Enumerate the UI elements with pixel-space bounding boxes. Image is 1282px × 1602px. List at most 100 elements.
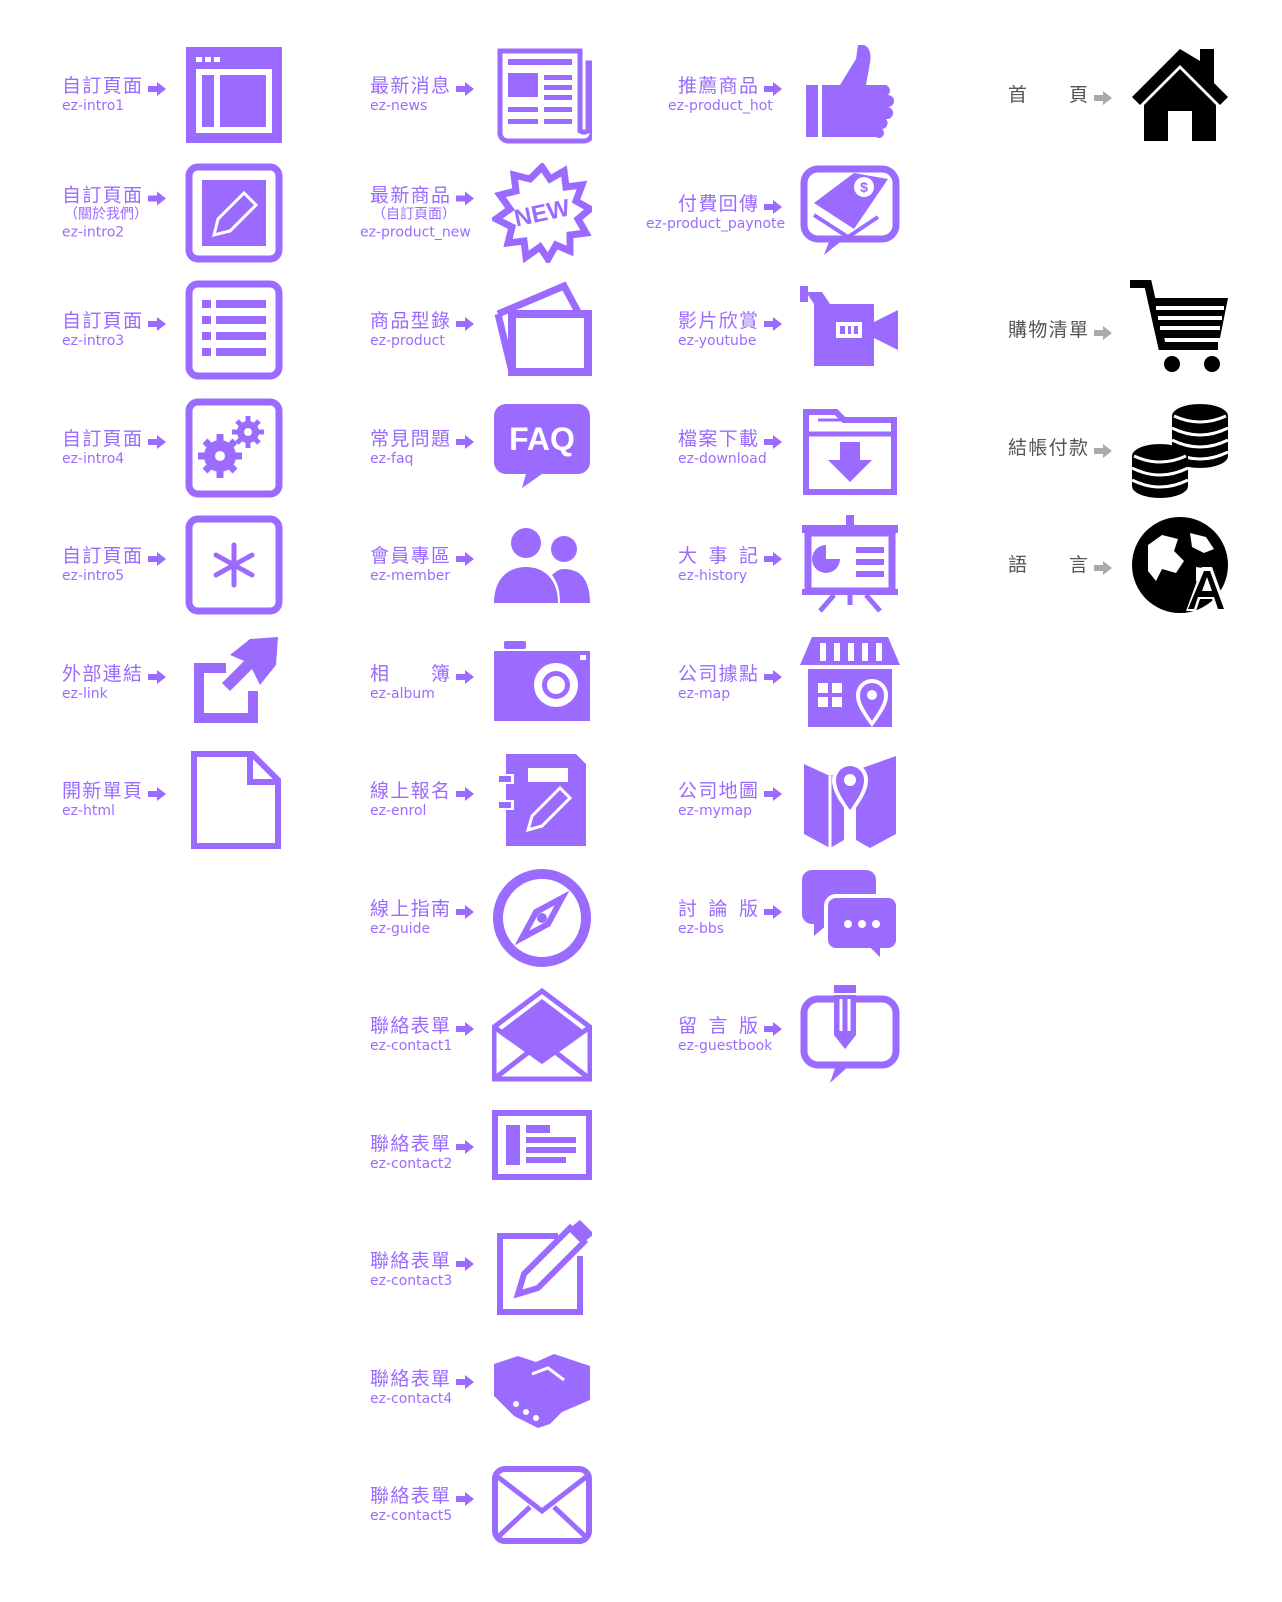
item-label-row: 公司地圖 (678, 780, 796, 802)
coins-icon[interactable] (1130, 398, 1230, 498)
item-code: ez-member (370, 568, 451, 584)
handshake-icon[interactable] (492, 1338, 592, 1438)
arrow-right-icon (456, 432, 474, 449)
arrow-right-icon (764, 197, 782, 214)
users-icon[interactable] (492, 515, 592, 615)
arrow-right-icon (456, 549, 474, 566)
menu-item-ez-history[interactable]: 大 事 記 ez-history (678, 515, 968, 615)
shopping-cart-icon[interactable] (1130, 280, 1230, 380)
money-bubble-icon[interactable]: $ (800, 163, 900, 263)
svg-text:$: $ (860, 179, 868, 195)
menu-item-ez-news[interactable]: 最新消息 ez-news (370, 45, 660, 145)
menu-item-ez-product[interactable]: 商品型錄 ez-product (370, 280, 660, 380)
list-icon[interactable] (184, 280, 284, 380)
menu-item-ez-faq[interactable]: 常見問題 ez-faq FAQ (370, 398, 660, 498)
menu-item-ez-map[interactable]: 公司據點 ez-map (678, 633, 968, 733)
menu-item-ez-intro2[interactable]: 自訂頁面 （關於我們） ez-intro2 (62, 163, 352, 263)
item-label: 聯絡表單 (370, 1250, 450, 1272)
menu-item-ez-youtube[interactable]: 影片欣賞 ez-youtube (678, 280, 968, 380)
window-layout-icon[interactable] (184, 45, 284, 145)
arrow-right-icon (148, 784, 166, 801)
presentation-board-icon[interactable] (800, 515, 900, 615)
item-text: 首 頁 (1008, 84, 1126, 106)
globe-language-icon[interactable] (1130, 515, 1230, 615)
menu-item-ez-link[interactable]: 外部連結 ez-link (62, 633, 352, 733)
menu-item-shopping-cart[interactable]: 購物清單 (1008, 280, 1282, 380)
menu-item-ez-intro5[interactable]: 自訂頁面 ez-intro5 (62, 515, 352, 615)
item-label-row: 線上指南 (370, 898, 488, 920)
item-label: 開新單頁 (62, 780, 142, 802)
item-label: 聯絡表單 (370, 1367, 450, 1390)
item-text: 自訂頁面 ez-intro5 (62, 545, 180, 585)
menu-item-ez-download[interactable]: 檔案下載 ez-download (678, 398, 968, 498)
item-text: 會員專區 ez-member (370, 545, 488, 585)
menu-item-ez-album[interactable]: 相 簿 ez-album (370, 633, 660, 733)
blank-page-icon[interactable] (184, 750, 284, 850)
asterisk-icon[interactable] (184, 515, 284, 615)
photos-icon[interactable] (492, 280, 592, 380)
item-label-row: 外部連結 (62, 663, 180, 685)
message-pen-icon[interactable] (800, 985, 900, 1085)
faq-bubble-icon[interactable]: FAQ (492, 398, 592, 498)
menu-item-ez-guide[interactable]: 線上指南 ez-guide (370, 868, 660, 968)
item-text: 商品型錄 ez-product (370, 310, 488, 350)
store-location-icon[interactable] (800, 633, 900, 733)
item-code: ez-news (370, 98, 428, 114)
pencil-square-icon[interactable] (492, 1220, 592, 1320)
item-label-row: 常見問題 (370, 428, 488, 450)
menu-item-ez-product_paynote[interactable]: 付費回傳 ez-product_paynote $ (646, 163, 968, 263)
edit-document-icon[interactable] (184, 163, 284, 263)
menu-item-ez-guestbook[interactable]: 留 言 版 ez-guestbook (678, 985, 968, 1085)
arrow-right-icon (1094, 323, 1112, 340)
menu-item-ez-product_hot[interactable]: 推薦商品 ez-product_hot (668, 45, 968, 145)
video-camera-icon[interactable] (800, 280, 900, 380)
item-text: 自訂頁面 ez-intro1 (62, 75, 180, 115)
chat-bubbles-icon[interactable] (800, 868, 900, 968)
menu-item-ez-contact1[interactable]: 聯絡表單 ez-contact1 (370, 985, 660, 1085)
arrow-right-icon (456, 188, 474, 205)
item-label: 聯絡表單 (370, 1132, 450, 1155)
item-code: ez-history (678, 568, 748, 584)
arrow-right-icon (456, 784, 474, 801)
new-badge-icon[interactable]: NEW (492, 162, 592, 263)
menu-item-ez-contact5[interactable]: 聯絡表單 ez-contact5 (370, 1455, 660, 1555)
folder-download-icon[interactable] (800, 398, 900, 498)
menu-item-ez-bbs[interactable]: 討 論 版 ez-bbs (678, 868, 968, 968)
external-link-icon[interactable] (184, 633, 284, 733)
menu-item-ez-contact2[interactable]: 聯絡表單 ez-contact2 (370, 1103, 660, 1203)
item-label: 結帳付款 (1008, 436, 1088, 459)
item-code: ez-faq (370, 450, 414, 467)
menu-item-ez-contact4[interactable]: 聯絡表單 ez-contact4 (370, 1338, 660, 1438)
item-text: 聯絡表單 ez-contact2 (370, 1133, 488, 1173)
item-label: 會員專區 (370, 545, 450, 567)
id-card-icon[interactable] (492, 1103, 592, 1203)
newspaper-icon[interactable] (492, 45, 592, 145)
menu-item-ez-mymap[interactable]: 公司地圖 ez-mymap (678, 750, 968, 850)
item-label: 推薦商品 (678, 75, 758, 97)
gears-icon[interactable] (184, 398, 284, 498)
menu-item-globe-language[interactable]: 語 言 (1008, 515, 1282, 615)
menu-item-ez-html[interactable]: 開新單頁 ez-html (62, 750, 352, 850)
envelope-icon[interactable] (492, 1455, 592, 1555)
notebook-edit-icon[interactable] (492, 750, 592, 850)
item-text: 付費回傳 ez-product_paynote (646, 193, 796, 233)
menu-item-coins[interactable]: 結帳付款 (1008, 398, 1282, 498)
menu-item-ez-intro3[interactable]: 自訂頁面 ez-intro3 (62, 280, 352, 380)
item-text: 線上報名 ez-enrol (370, 780, 488, 820)
home-icon[interactable] (1130, 45, 1230, 145)
map-pin-icon[interactable] (800, 750, 900, 850)
menu-item-home[interactable]: 首 頁 (1008, 45, 1282, 145)
compass-icon[interactable] (492, 868, 592, 968)
arrow-right-icon (456, 1137, 474, 1154)
item-text: 自訂頁面 ez-intro4 (62, 428, 180, 468)
menu-item-ez-intro1[interactable]: 自訂頁面 ez-intro1 (62, 45, 352, 145)
thumbs-up-icon[interactable] (800, 45, 900, 145)
camera-icon[interactable] (492, 633, 592, 733)
menu-item-ez-member[interactable]: 會員專區 ez-member (370, 515, 660, 615)
menu-item-ez-enrol[interactable]: 線上報名 ez-enrol (370, 750, 660, 850)
menu-item-ez-product_new[interactable]: 最新商品 （自訂頁面） ez-product_new NEW (360, 162, 660, 263)
menu-item-ez-contact3[interactable]: 聯絡表單 ez-contact3 (370, 1220, 660, 1320)
item-label: 商品型錄 (370, 310, 450, 332)
open-envelope-icon[interactable] (492, 985, 592, 1085)
menu-item-ez-intro4[interactable]: 自訂頁面 ez-intro4 (62, 398, 352, 498)
